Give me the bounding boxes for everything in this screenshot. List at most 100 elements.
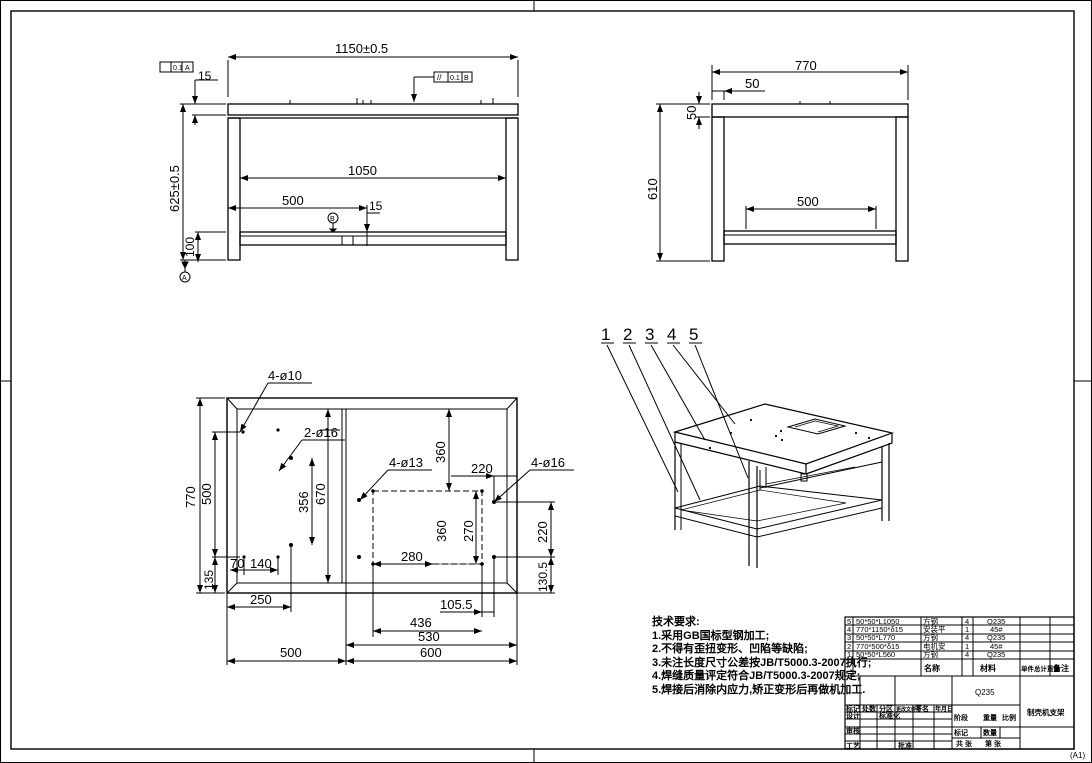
dim-inner-side: 500 [797, 194, 819, 209]
dim-770-top: 770 [183, 486, 198, 508]
title-stage: 阶段 [954, 713, 968, 722]
dim-250: 250 [250, 592, 272, 607]
tech-note-1: 1.采用GB国标型钢加工; [652, 629, 770, 642]
dim-130-5: 130.5 [536, 562, 550, 592]
hole-4-d10: 4-ø10 [268, 368, 302, 383]
dim-220-v: 220 [535, 521, 550, 543]
title-checker: 审核 [846, 726, 860, 735]
dim-half-span: 500 [282, 193, 304, 208]
bom-qty-3: 4 [965, 633, 969, 642]
balloon-4: 4 [667, 325, 676, 344]
title-qty-col: 处数 [861, 704, 877, 713]
front-view-labels: 1150±0.5 15 625±0.5 1050 500 15 100 0.1 … [167, 41, 469, 282]
dim-356: 356 [296, 491, 311, 513]
dim-220-h: 220 [471, 461, 493, 476]
title-process: 工艺 [846, 741, 860, 750]
dim-height-side: 610 [645, 178, 660, 200]
bom-header-material: 材料 [980, 663, 996, 673]
bom-spec-5: 50*50*L1050 [856, 617, 899, 626]
hole-4-d16: 4-ø16 [531, 455, 565, 470]
parallel-datum: B [464, 75, 469, 82]
bom-name-5: 方钢 [923, 616, 938, 626]
bom-spec-4: 770*1150*δ15 [856, 625, 903, 634]
balloon-1: 1 [601, 325, 610, 344]
title-block-text: Q235 制壳机支架 标记 处数 分区 更改文件号 签名 年月日 设计 审核 工… [845, 688, 1085, 760]
bom-mat-4: 45# [990, 625, 1003, 634]
flatness-datum: A [185, 65, 190, 72]
datum-a-label: A [182, 275, 187, 282]
title-scale: 比例 [1002, 713, 1016, 722]
parallel-tol: 0.1 [450, 75, 460, 82]
title-count: 数量 [983, 728, 997, 737]
dim-135: 135 [202, 570, 216, 590]
title-block-lines [844, 616, 1075, 750]
tech-note-2: 2.不得有歪扭变形、凹陷等缺陷; [652, 643, 808, 655]
side-view [656, 65, 909, 262]
dim-height: 625±0.5 [167, 165, 182, 212]
bom-spec-2: 770*500*δ15 [856, 642, 899, 651]
dim-280: 280 [401, 549, 423, 564]
balloon-2: 2 [623, 325, 632, 344]
title-mark-col: 标记 [845, 704, 860, 713]
bom-qty-2: 1 [965, 642, 969, 651]
iso-view [601, 342, 895, 568]
title-approve: 批准 [898, 741, 912, 750]
top-view [196, 382, 574, 665]
dim-500-top: 500 [199, 483, 214, 505]
dim-inner-span: 1050 [348, 163, 377, 178]
bom-qty-4: 1 [965, 625, 969, 634]
dim-70: 70 [230, 556, 244, 571]
bom-header-weight: 单件总计重量 [1021, 664, 1061, 673]
bom-table: 5 50*50*L1050 方钢 4 Q235 4 770*1150*δ15 安… [847, 616, 1069, 673]
bom-name-2: 电机安 [923, 641, 946, 651]
flatness-tol: 0.1 [173, 65, 183, 72]
title-total-sheets: 共 张 [956, 739, 973, 748]
bom-spec-1: 50*50*L560 [856, 650, 895, 659]
dim-shelf-height: 100 [183, 237, 197, 257]
parallel-symbol: // [437, 73, 442, 82]
dim-670: 670 [313, 483, 328, 505]
bom-qty-5: 4 [965, 617, 969, 626]
bom-mat-3: Q235 [987, 633, 1005, 642]
dim-360: 360 [434, 520, 449, 542]
technical-notes: 技术要求: 1.采用GB国标型钢加工; 2.不得有歪扭变形、凹陷等缺陷; 3.未… [652, 616, 871, 697]
dim-profile-h: 50 [684, 106, 699, 120]
title-zone-col: 分区 [879, 704, 893, 713]
tech-note-3: 3.未注长度尺寸公差按JB/T5000.3-2007执行; [652, 656, 872, 669]
dim-width: 1150±0.5 [335, 41, 388, 56]
bom-qty-1: 4 [965, 650, 969, 659]
title-standard: 标准化 [878, 711, 900, 720]
dim-270: 270 [461, 520, 476, 542]
hole-2-d16: 2-ø16 [304, 425, 338, 440]
dim-105-5: 105.5 [440, 597, 473, 612]
tech-notes-title: 技术要求: [652, 616, 700, 628]
dim-436: 436 [410, 615, 432, 630]
iso-balloons: 1 2 3 4 5 [601, 325, 698, 344]
dim-top-offset: 15 [198, 69, 212, 83]
title-date-col: 年月日 [935, 705, 953, 713]
sheet-size: (A1) [1070, 751, 1085, 760]
side-view-labels: 770 50 50 610 500 [645, 58, 819, 209]
dim-profile-w: 50 [745, 76, 759, 91]
dim-140: 140 [250, 556, 272, 571]
tech-note-5: 5.焊接后消除内应力,矫正变形后再做机加工. [652, 683, 866, 696]
dim-stretcher-gap: 15 [369, 199, 383, 213]
title-mark: 标记 [953, 728, 968, 737]
dim-530: 530 [418, 629, 440, 644]
dim-500-bottom: 500 [280, 645, 302, 660]
title-change-col: 更改文件号 [896, 706, 921, 713]
dim-360-v: 360 [433, 441, 448, 463]
bom-mat-2: 45# [990, 642, 1003, 651]
bom-mat-1: Q235 [987, 650, 1005, 659]
title-material: Q235 [975, 688, 995, 697]
top-view-labels: 4-ø10 2-ø16 4-ø13 4-ø16 770 500 670 356 … [183, 368, 565, 660]
title-weight: 重量 [983, 713, 997, 722]
bom-name-4: 安装平 [923, 624, 946, 634]
bom-no-5: 5 [847, 617, 851, 626]
bom-no-3: 3 [847, 633, 851, 642]
dim-depth: 770 [795, 58, 817, 73]
bom-header-remark: 备注 [1052, 663, 1069, 673]
hole-4-d13: 4-ø13 [389, 455, 423, 470]
bom-name-3: 方钢 [923, 632, 938, 642]
